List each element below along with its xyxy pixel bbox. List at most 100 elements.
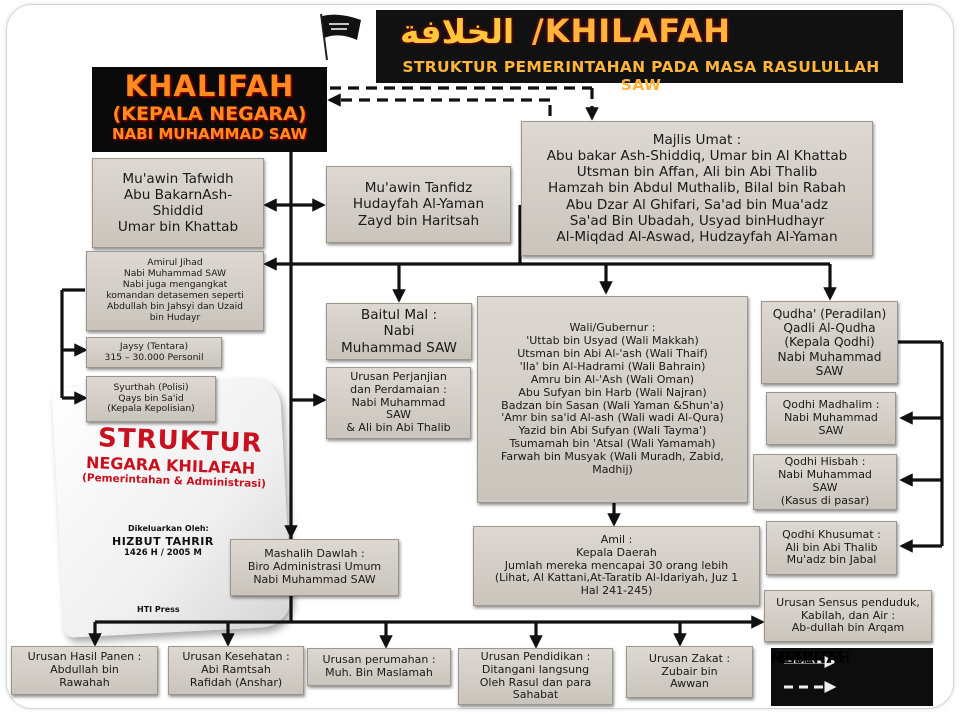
wali-line: 'Ila' bin Al-Hadrami (Wali Bahrain) (519, 359, 706, 373)
madhalim-title: Qodhi Madhalim : (782, 398, 880, 412)
panen-line: Rawahah (59, 675, 110, 689)
panen-line: Abdullah bin (50, 663, 119, 677)
mashalih-line: Nabi Muhammad SAW (253, 572, 376, 586)
khusumat-line: Mu'adz bin Jabal (786, 553, 877, 567)
amil-line: Hal 241-245) (580, 584, 653, 598)
perjanjian-line: dan Perdamaian : (350, 382, 447, 396)
sensus-line: Kabilah, dan Air : (800, 608, 896, 622)
khilafah-title: /KHILAFAH (532, 12, 732, 50)
jaysy-line: 315 – 30.000 Personil (104, 351, 204, 363)
majlis-member-line: Al-Miqdad Al-Aswad, Hudzayfah Al-Yaman (556, 228, 838, 245)
khusumat-title: Qodhi Khusumat : (782, 527, 881, 541)
khalifah-box: KHALIFAH (KEPALA NEGARA) NABI MUHAMMAD S… (92, 67, 327, 152)
hasil-panen-box: Urusan Hasil Panen : Abdullah bin Rawaha… (11, 646, 158, 695)
wali-gubernur-box: Wali/Gubernur : 'Uttab bin Usyad (Wali M… (477, 296, 748, 503)
perumahan-box: Urusan perumahan : Muh. Bin Maslamah (307, 648, 451, 686)
amirul-line: komandan detasemen seperti (106, 290, 244, 301)
hisbah-line: Nabi Muhammad (778, 468, 872, 482)
wali-line: Utsman bin Abi Al-'ash (Wali Thaif) (517, 346, 708, 360)
majlis-member-line: Sa'ad Bin Ubadah, Usyad binHudhayr (569, 212, 825, 229)
book-publisher-label: Dikeluarkan Oleh: (128, 524, 209, 533)
qudha-line: (Kepala Qodhi) (784, 335, 875, 350)
majlis-member-line: Hamzah bin Abdul Muthalib, Bilal bin Rab… (548, 180, 846, 197)
majlis-member-line: Utsman bin Affan, Ali bin Abi Thalib (576, 164, 818, 181)
qodhi-hisbah-box: Qodhi Hisbah : Nabi Muhammad SAW (Kasus … (753, 454, 897, 510)
amil-line: Kepala Daerah (576, 545, 657, 559)
legend-meminta-label: MEMINTA (771, 648, 845, 667)
amil-title: Amil : (600, 532, 633, 546)
hisbah-title: Qodhi Hisbah : (784, 455, 866, 469)
madhalim-line: SAW (818, 423, 844, 437)
baitul-line: Muhammad SAW (341, 339, 457, 356)
kesehatan-title: Urusan Kesehatan : (182, 650, 290, 664)
tanfidz-line: Zayd bin Haritsah (357, 212, 480, 229)
jaysy-box: Jaysy (Tentara) 315 – 30.000 Personil (86, 337, 222, 368)
wali-title: Wali/Gubernur : (569, 320, 656, 334)
pendidikan-title: Urusan Pendidikan : (480, 649, 591, 663)
tafwidh-line: Umar bin Khattab (117, 219, 239, 236)
mashalih-dawlah-box: Mashalih Dawlah : Biro Administrasi Umum… (230, 539, 399, 596)
zakat-line: Awwan (670, 677, 709, 691)
arabic-title: الخلافة (400, 12, 515, 51)
zakat-line: Zubair bin (661, 664, 718, 678)
book-publisher: HIZBUT TAHRIR (112, 535, 214, 548)
perumahan-line: Muh. Bin Maslamah (325, 666, 433, 679)
amil-line: Jumlah mereka mencapai 30 orang lebih (504, 558, 729, 572)
khalifah-subtitle: (KEPALA NEGARA) (112, 103, 307, 125)
wali-line: Farwah bin Musyak (Wali Muradh, Zabid, (501, 450, 724, 464)
mashalih-title: Mashalih Dawlah : (264, 547, 365, 561)
amirul-title: Amirul Jihad (147, 257, 203, 269)
amirul-jihad-box: Amirul Jihad Nabi Muhammad SAW Nabi juga… (86, 251, 264, 331)
panen-title: Urusan Hasil Panen : (27, 650, 142, 664)
pendidikan-line: Ditangani langsung (481, 662, 590, 676)
tanfidz-line: Hudayfah Al-Yaman (352, 196, 485, 213)
tafwidh-line: Abu BakarnAsh- (123, 186, 233, 203)
perjanjian-line: & Ali bin Abi Thalib (346, 421, 451, 435)
title-banner (376, 10, 903, 83)
perjanjian-line: SAW (386, 408, 411, 422)
pendidikan-line: Oleh Rasul dan para (479, 675, 592, 689)
wali-line: Yazid bin Abi Sufyan (Wali Tayma') (518, 424, 707, 438)
majlis-umat-title: Majlis Umat : (652, 132, 742, 149)
perjanjian-title: Urusan Perjanjian (350, 369, 447, 383)
zakat-title: Urusan Zakat : (648, 651, 731, 665)
syurthah-line: Qays bin Sa'id (118, 392, 184, 404)
qudha-line: Nabi Muhammad (777, 349, 882, 364)
legend-nasehat-label: NASEHAT (771, 648, 846, 667)
amirul-line: Nabi juga mengangkat (122, 279, 228, 291)
qudha-line: Qadli Al-Qudha (783, 320, 876, 335)
wali-line: Madhij) (592, 463, 633, 477)
wali-line: Amru bin Al-'Ash (Wali Oman) (530, 372, 695, 386)
muawin-tafwidh-box: Mu'awin Tafwidh Abu BakarnAsh- Shiddid U… (92, 158, 264, 248)
book-year: 1426 H / 2005 M (124, 548, 202, 558)
baitul-line: Nabi (383, 323, 415, 340)
wali-line: 'Uttab bin Usyad (Wali Makkah) (526, 333, 699, 347)
legend-box (771, 648, 933, 706)
perjanjian-line: Nabi Muhammad (351, 395, 446, 409)
amirul-line: Abdullah bin Jahsyi dan Uzaid (106, 300, 243, 312)
sensus-line: Ab-dullah bin Arqam (791, 621, 905, 635)
banner-subtitle: STRUKTUR PEMERINTAHAN PADA MASA RASULULL… (402, 58, 880, 94)
hisbah-line: (Kasus di pasar) (780, 493, 870, 507)
qodhi-madhalim-box: Qodhi Madhalim : Nabi Muhammad SAW (766, 392, 896, 445)
wali-line: 'Amr bin sa'id Al-ash (Wali wadi Al-Qura… (501, 411, 724, 425)
tanfidz-title: Mu'awin Tanfidz (364, 180, 473, 197)
qudha-title: Qudha' (Peradilan) (772, 306, 887, 321)
khalifah-title: KHALIFAH (124, 69, 295, 103)
pendidikan-box: Urusan Pendidikan : Ditangani langsung O… (458, 648, 613, 705)
qodhi-khusumat-box: Qodhi Khusumat : Ali bin Abi Thalib Mu'a… (766, 521, 897, 575)
sensus-box: Urusan Sensus penduduk, Kabilah, dan Air… (764, 590, 932, 642)
legend-perintah-label: PERINTAH (771, 648, 851, 667)
khalifah-name: NABI MUHAMMAD SAW (111, 125, 308, 143)
zakat-box: Urusan Zakat : Zubair bin Awwan (626, 646, 753, 698)
muawin-tanfidz-box: Mu'awin Tanfidz Hudayfah Al-Yaman Zayd b… (326, 166, 511, 243)
amirul-line: Nabi Muhammad SAW (123, 268, 227, 280)
baitul-title: Baitul Mal : (360, 307, 438, 324)
hisbah-line: SAW (812, 481, 838, 494)
qudha-line: SAW (815, 364, 844, 379)
syurthah-title: Syurthah (Polisi) (113, 381, 189, 393)
kesehatan-line: Rafidah (Anshar) (189, 675, 283, 689)
sensus-title: Urusan Sensus penduduk, (776, 595, 920, 609)
